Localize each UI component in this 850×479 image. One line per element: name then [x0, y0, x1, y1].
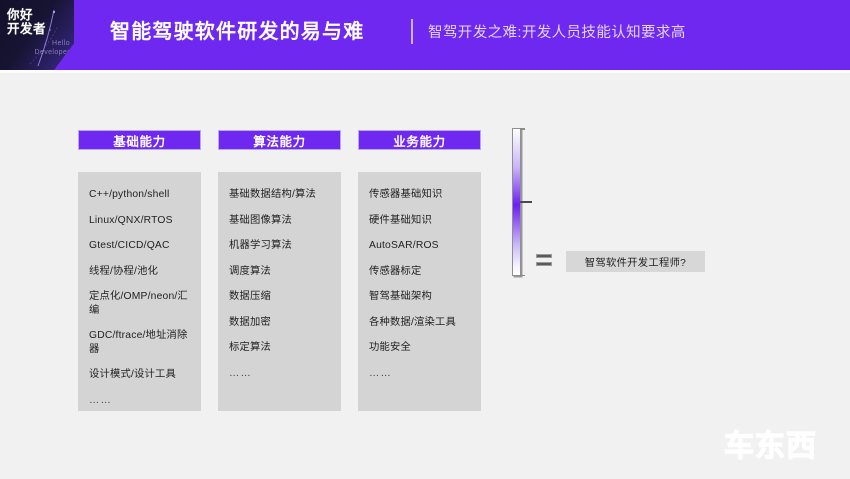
list-item: 定点化/OMP/neon/汇编 — [89, 291, 188, 316]
list-item: 各种数据/渲染工具 — [369, 316, 457, 328]
column-body-business: 传感器基础知识 硬件基础知识 AutoSAR/ROS 传感器标定 智驾基础架构 … — [358, 172, 481, 411]
column-header-business: 业务能力 — [358, 130, 481, 150]
list-item: 线程/协程/池化 — [89, 265, 159, 277]
column-body-algorithm: 基础数据结构/算法 基础图像算法 机器学习算法 调度算法 数据压缩 数据加密 标… — [218, 172, 341, 411]
list-item: Linux/QNX/RTOS — [89, 214, 173, 226]
equals-bar-top — [536, 254, 552, 258]
page-title: 智能驾驶软件研发的易与难 — [110, 21, 365, 43]
logo-curve-graphic — [29, 9, 59, 67]
slide-header: 你好 开发者 Hello Developer 智能驾驶软件研发的易与难 智驾开发… — [0, 0, 850, 70]
list-item: 智驾基础架构 — [369, 291, 432, 302]
title-divider — [411, 19, 413, 44]
brand-logo: 你好 开发者 Hello Developer — [0, 0, 74, 70]
equals-bar-bottom — [536, 262, 552, 266]
list-item: 标定算法 — [229, 342, 271, 353]
list-item: 数据压缩 — [229, 291, 271, 302]
column-body-basic: C++/python/shell Linux/QNX/RTOS Gtest/CI… — [78, 172, 201, 411]
list-item: 传感器标定 — [369, 265, 422, 277]
list-item: AutoSAR/ROS — [369, 240, 439, 251]
list-item: Gtest/CICD/QAC — [89, 240, 170, 251]
list-item: 硬件基础知识 — [369, 214, 432, 226]
column-header-basic: 基础能力 — [78, 130, 201, 150]
grouping-bracket — [512, 128, 532, 276]
header-underline — [0, 70, 850, 73]
logo-english-text: Hello Developer — [34, 40, 70, 56]
list-item: 传感器基础知识 — [369, 189, 443, 200]
logo-chinese-text: 你好 开发者 — [7, 8, 47, 36]
column-header-algorithm: 算法能力 — [218, 130, 341, 150]
list-item: 功能安全 — [369, 342, 411, 353]
watermark-logo: 车东西 — [723, 429, 817, 463]
list-item: 设计模式/设计工具 — [89, 369, 177, 380]
list-item: GDC/ftrace/地址消除器 — [89, 330, 188, 355]
equals-icon — [536, 254, 552, 268]
list-item: …… — [89, 394, 112, 406]
bracket-cap-top — [520, 128, 525, 130]
list-item: C++/python/shell — [89, 189, 170, 200]
page-subtitle: 智驾开发之难:开发人员技能认知要求高 — [428, 25, 686, 41]
list-item: 数据加密 — [229, 316, 271, 328]
bracket-cap-bottom — [520, 274, 525, 276]
list-item: …… — [229, 367, 252, 379]
list-item: …… — [369, 367, 392, 379]
list-item: 基础图像算法 — [229, 214, 292, 226]
list-item: 机器学习算法 — [229, 240, 292, 251]
list-item: 基础数据结构/算法 — [229, 189, 317, 200]
result-label-box: 智驾软件开发工程师? — [566, 251, 705, 272]
bracket-pointer — [520, 201, 532, 203]
list-item: 调度算法 — [229, 265, 271, 277]
